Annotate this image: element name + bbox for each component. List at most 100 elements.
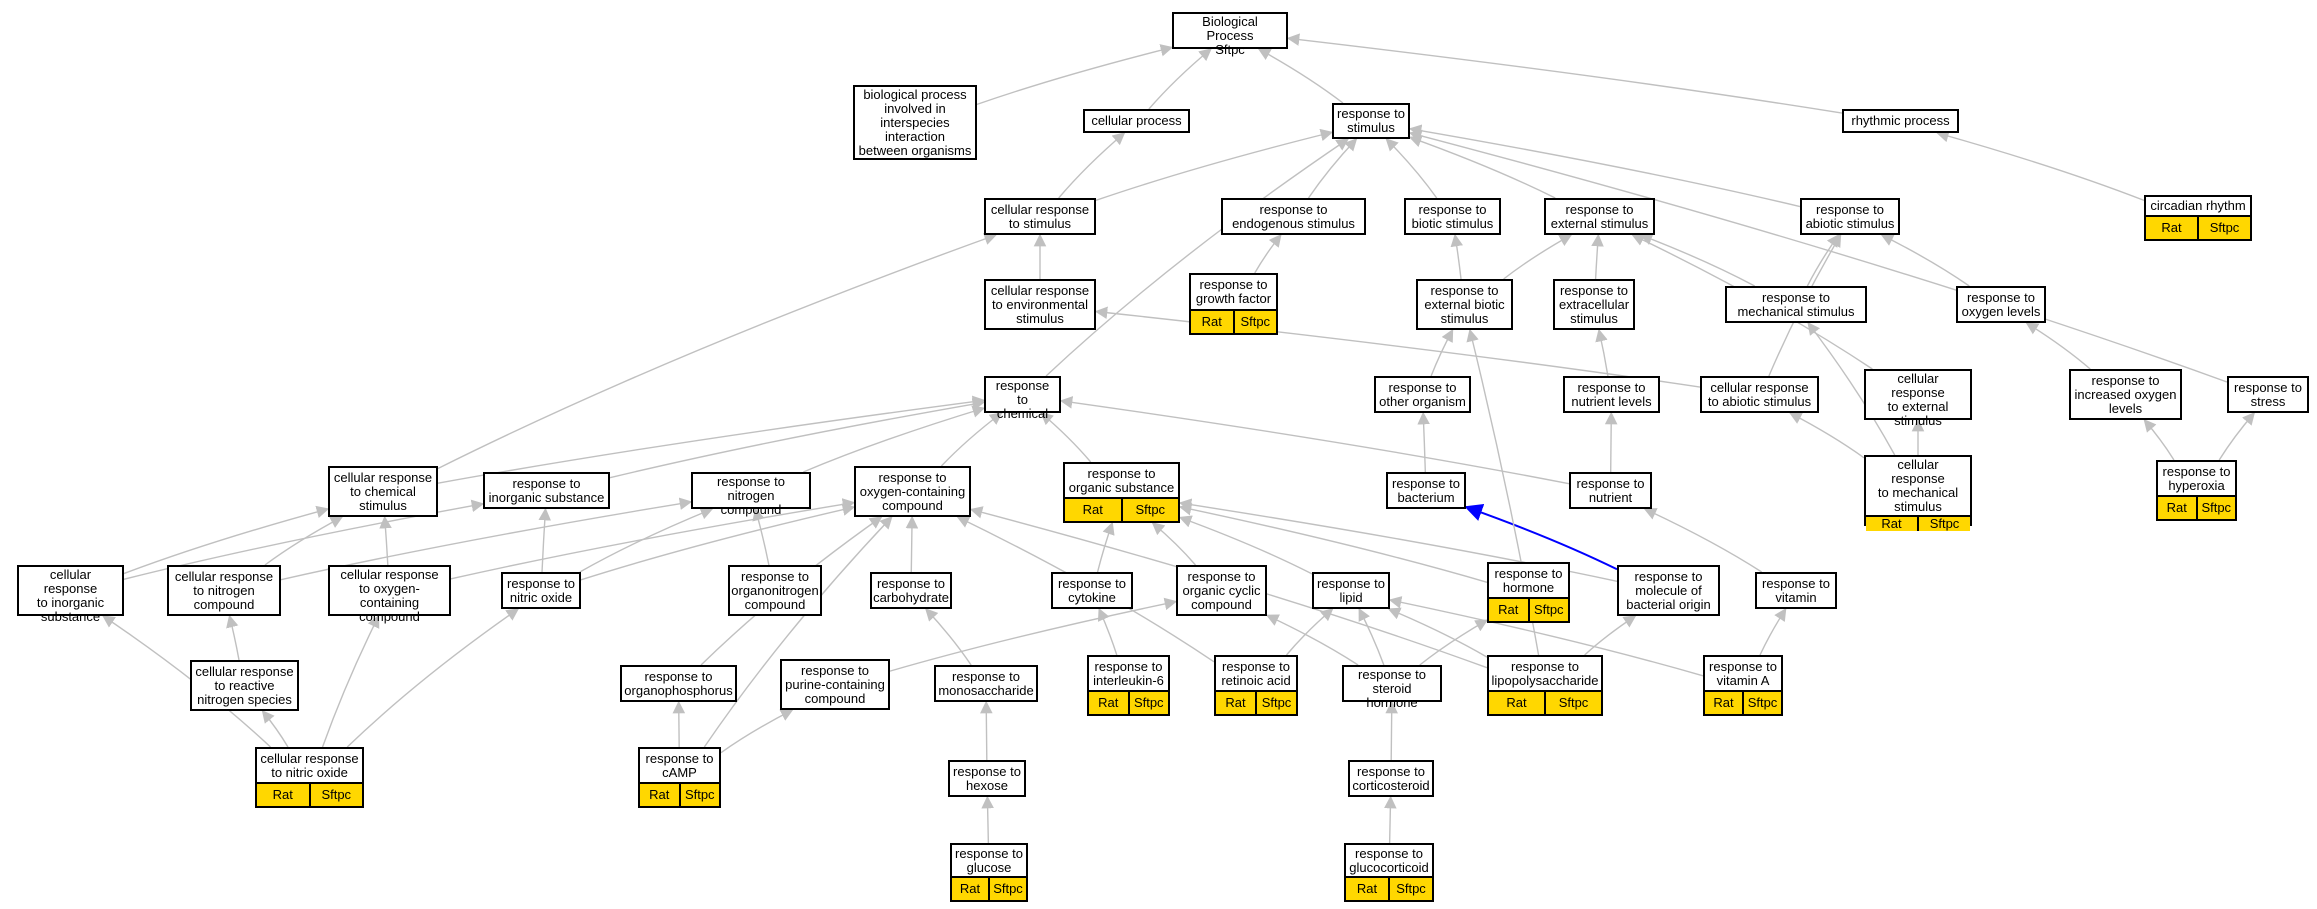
edge-rvita-to-rlipid	[1388, 596, 1704, 677]
term-label: response to inorganic substance	[488, 475, 605, 505]
term-node-rmono[interactable]: response to monosaccharide	[934, 665, 1038, 702]
annotation-tag: Sftpc	[2197, 217, 2250, 239]
edge-crmech-to-crabio	[1788, 412, 1865, 459]
term-label: response to hyperoxia	[2162, 463, 2231, 493]
annotation-tag: Sftpc	[1120, 499, 1179, 521]
term-node-rcarb[interactable]: response to carbohydrate	[870, 572, 952, 609]
term-node-rextbio[interactable]: response to external biotic stimulus	[1416, 279, 1513, 330]
term-node-rextra[interactable]: response to extracellular stimulus	[1553, 279, 1635, 330]
term-node-rnutlev[interactable]: response to nutrient levels	[1563, 376, 1660, 413]
term-node-crstim[interactable]: cellular response to stimulus	[984, 198, 1096, 235]
edge-rbact-to-rother	[1417, 411, 1430, 473]
term-label: rhythmic process	[1851, 113, 1950, 128]
term-label: response to growth factor	[1195, 277, 1272, 306]
term-node-crnitro[interactable]: cellular response to nitrogen compound	[167, 565, 281, 616]
term-node-crmech[interactable]: cellular response to mechanical stimulus…	[1864, 455, 1972, 531]
term-node-rorgnit[interactable]: response to organonitrogen compound	[728, 565, 822, 616]
edge-rster-to-rhorm	[1419, 619, 1489, 666]
term-node-rinorg[interactable]: response to inorganic substance	[483, 472, 610, 509]
term-node-crchem[interactable]: cellular response to chemical stimulus	[328, 466, 438, 517]
edge-roxy-to-rabiotic	[1880, 234, 1970, 287]
term-node-rstim[interactable]: response to stimulus	[1332, 103, 1410, 139]
term-node-rnitro[interactable]: response to nitrogen compound	[691, 472, 811, 517]
term-node-crenv[interactable]: cellular response to environmental stimu…	[984, 279, 1096, 330]
edge-rgluc-to-rhex	[981, 795, 994, 844]
term-node-rster[interactable]: response to steroid hormone	[1342, 665, 1442, 710]
edge-rorgsub-to-rchem	[1040, 412, 1092, 463]
term-node-rnut[interactable]: response to nutrient	[1569, 472, 1652, 509]
annotation-tag: Rat	[1098, 695, 1119, 710]
term-label: response to external biotic stimulus	[1424, 282, 1505, 326]
term-node-rbiotic[interactable]: response to biotic stimulus	[1404, 198, 1501, 235]
edge-rgrowth-to-rendo	[1254, 234, 1282, 274]
term-node-rmolbact[interactable]: response to molecule of bacterial origin	[1617, 565, 1720, 616]
term-node-rstress[interactable]: response to stress	[2227, 376, 2309, 413]
term-node-rcort[interactable]: response to corticosteroid	[1348, 760, 1434, 797]
term-node-rhex[interactable]: response to hexose	[948, 760, 1026, 797]
term-node-rbact[interactable]: response to bacterium	[1386, 472, 1466, 509]
term-label: circadian rhythm	[2150, 198, 2246, 213]
term-node-roxy[interactable]: response to oxygen levels	[1956, 286, 2046, 323]
term-node-rlipid[interactable]: response to lipid	[1312, 572, 1390, 609]
term-node-cellproc[interactable]: cellular process	[1083, 109, 1190, 133]
edge-rorgcyc-to-rorgsub	[1151, 522, 1197, 566]
edge-rincox-to-roxy	[2025, 322, 2091, 370]
term-node-rhythm[interactable]: rhythmic process	[1842, 109, 1959, 133]
term-node-roxcomp[interactable]: response to oxygen-containing compound	[854, 466, 971, 517]
term-node-rabiotic[interactable]: response to abiotic stimulus	[1800, 198, 1900, 235]
annotation-tag: Sftpc	[2195, 497, 2236, 519]
edge-rextbio-to-rbiotic	[1450, 233, 1464, 280]
term-node-crrns[interactable]: cellular response to reactive nitrogen s…	[190, 660, 299, 711]
term-node-rno[interactable]: response to nitric oxide	[501, 572, 581, 609]
term-node-rext[interactable]: response to external stimulus	[1544, 198, 1655, 235]
term-node-bp[interactable]: Biological Process Sftpc	[1172, 12, 1288, 57]
term-node-croxcomp[interactable]: cellular response to oxygen-containing c…	[328, 565, 451, 624]
term-node-rmech[interactable]: response to mechanical stimulus	[1725, 286, 1867, 323]
annotation-tag: Sftpc	[1544, 692, 1601, 714]
term-node-rother[interactable]: response to other organism	[1374, 376, 1471, 413]
term-node-rpurine[interactable]: response to purine-containing compound	[780, 659, 890, 710]
term-node-rorgcyc[interactable]: response to organic cyclic compound	[1176, 565, 1267, 616]
term-node-crabio[interactable]: cellular response to abiotic stimulus	[1700, 376, 1819, 413]
edge-rmono-to-rcarb	[925, 608, 972, 666]
edge-crrns-to-crnitro	[226, 614, 240, 661]
term-label: response to nutrient	[1576, 475, 1645, 505]
annotation-tag: Sftpc	[1388, 878, 1432, 900]
term-node-rcyt[interactable]: response to cytokine	[1051, 572, 1133, 609]
edge-rchem-to-rstim	[1045, 138, 1350, 377]
edge-rno-to-rinorg	[538, 507, 552, 573]
term-node-bpinter[interactable]: biological process involved in interspec…	[853, 85, 977, 160]
term-label: cellular response to environmental stimu…	[990, 282, 1090, 326]
edge-crno-to-rno	[346, 608, 520, 748]
term-node-rincox[interactable]: response to increased oxygen levels	[2069, 369, 2182, 420]
term-label: cellular response to oxygen-containing c…	[340, 567, 439, 624]
edge-rlps-to-rlipid	[1387, 607, 1488, 658]
term-label: response to chemical	[995, 378, 1050, 421]
term-node-crext[interactable]: cellular response to external stimulus	[1864, 369, 1972, 428]
edge-crinorg-to-crchem	[123, 505, 330, 575]
term-node-rendo[interactable]: response to endogenous stimulus	[1221, 198, 1366, 235]
term-node-rchem[interactable]: response to chemical	[984, 376, 1061, 421]
annotation-tag: Rat	[1356, 881, 1378, 896]
term-label: cellular response to chemical stimulus	[333, 469, 433, 513]
term-node-rvit[interactable]: response to vitamin	[1755, 572, 1837, 609]
edge-crmech-to-rmech	[1807, 321, 1896, 456]
term-node-crinorg[interactable]: cellular response to inorganic substance	[17, 565, 124, 624]
term-node-rorgphos[interactable]: response to organophosphorus	[620, 665, 737, 702]
term-label: response to interleukin-6	[1093, 658, 1164, 688]
